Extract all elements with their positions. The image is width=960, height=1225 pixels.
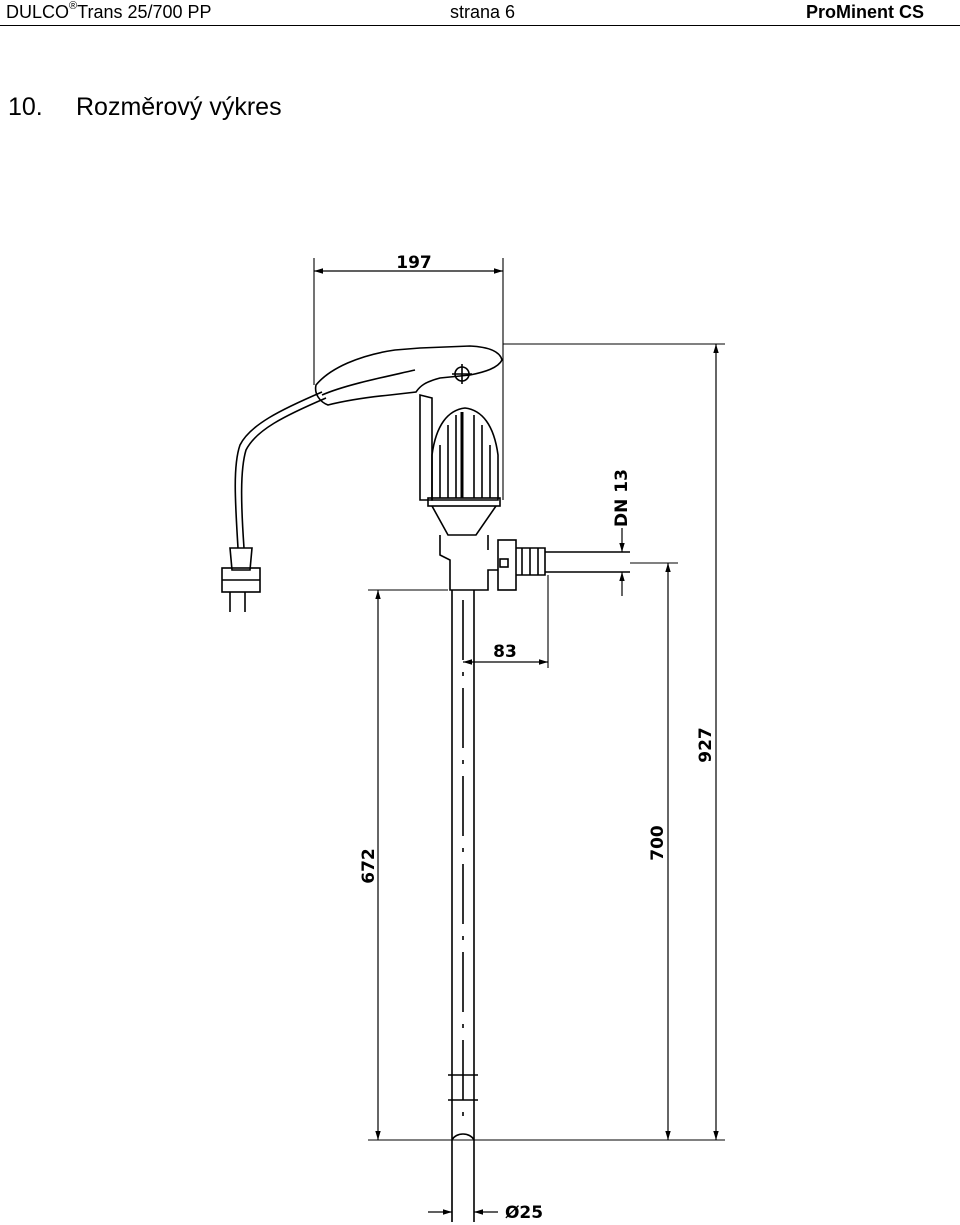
power-cable <box>221 391 327 612</box>
dim-connection: DN 13 <box>612 469 632 527</box>
registered-mark: ® <box>69 0 78 12</box>
section-number: 10. <box>8 93 43 121</box>
dim-width-top: 197 <box>396 253 432 273</box>
product-name: DULCO®Trans 25/700 PP <box>6 0 212 23</box>
product-suffix: Trans 25/700 PP <box>77 2 212 22</box>
dimension-lines <box>314 268 719 1215</box>
pump-tube <box>448 590 478 1222</box>
dim-height-total: 927 <box>696 727 716 763</box>
company-name: ProMinent CS <box>805 2 924 22</box>
pump-motor-housing <box>314 345 503 591</box>
dim-tube-length: 700 <box>648 825 668 861</box>
dim-tube-diameter: Ø25 <box>505 1203 543 1223</box>
dim-immersion-length: 672 <box>359 848 379 884</box>
section-title: Rozměrový výkres <box>76 93 282 121</box>
outlet-nozzle <box>497 539 630 591</box>
product-prefix: DULCO <box>6 2 70 22</box>
page-number: strana 6 <box>450 2 516 22</box>
page-header: DULCO®Trans 25/700 PP strana 6 ProMinent… <box>0 0 960 26</box>
section-heading: 10. Rozměrový výkres <box>8 93 282 122</box>
dim-outlet-offset: 83 <box>493 642 517 662</box>
extension-lines <box>313 258 725 1222</box>
